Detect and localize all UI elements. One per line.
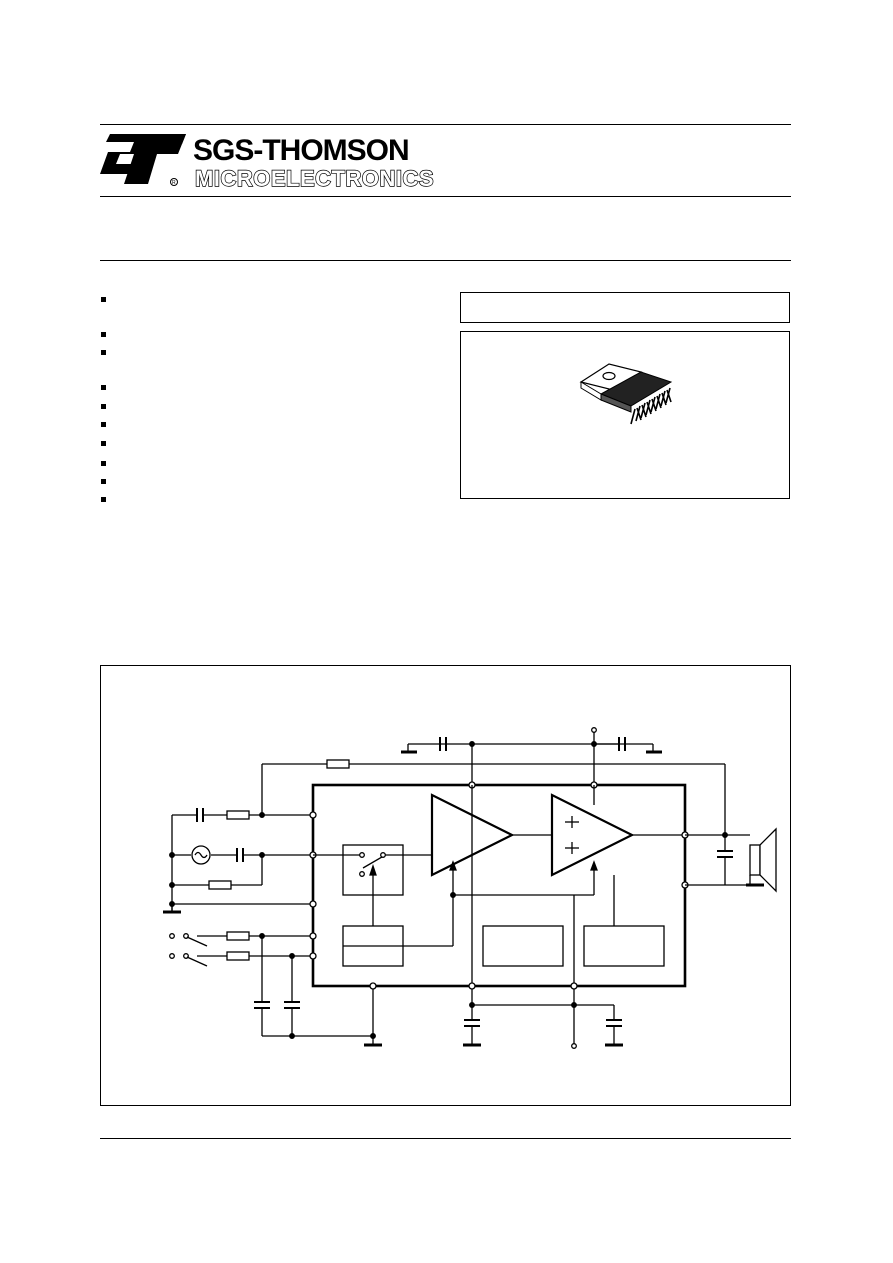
control-inputs <box>169 931 373 1039</box>
title-rule <box>100 260 791 261</box>
feature-bullet <box>101 297 106 302</box>
header-top-rule <box>100 124 791 125</box>
svg-text:MICROELECTRONICS: MICROELECTRONICS <box>195 166 434 190</box>
feature-bullet <box>101 404 106 409</box>
supply-rail <box>401 727 662 789</box>
output-speaker <box>681 827 777 893</box>
bottom-pins <box>364 982 623 1049</box>
svg-text:R: R <box>172 180 176 186</box>
feature-bullet <box>101 332 106 337</box>
package-title-box <box>460 292 790 323</box>
power-amp <box>550 785 685 895</box>
thermal-block <box>583 925 665 967</box>
company-logo: R SGS-THOMSON MICROELECTRONICS <box>100 132 460 192</box>
feature-bullet <box>101 497 106 502</box>
feature-bullet <box>101 385 106 390</box>
feature-bullet <box>101 441 106 446</box>
footer-rule <box>100 1138 791 1139</box>
header-bottom-rule <box>100 196 791 197</box>
feedback-path <box>261 759 726 835</box>
feature-bullet <box>101 461 106 466</box>
mute-switch-block <box>313 844 432 896</box>
block-diagram <box>163 727 777 1049</box>
protection-block <box>482 925 564 967</box>
feature-bullet <box>101 422 106 427</box>
st-logo-icon: R SGS-THOMSON MICROELECTRONICS <box>100 134 434 192</box>
package-image-box <box>460 331 790 499</box>
feature-bullet <box>101 350 106 355</box>
input-network <box>163 808 317 914</box>
svg-text:SGS-THOMSON: SGS-THOMSON <box>193 134 409 167</box>
feature-bullet <box>101 479 106 484</box>
block-diagram-figure <box>100 665 791 1106</box>
control-logic-block <box>342 895 454 967</box>
multiwatt-package-icon <box>579 363 673 425</box>
